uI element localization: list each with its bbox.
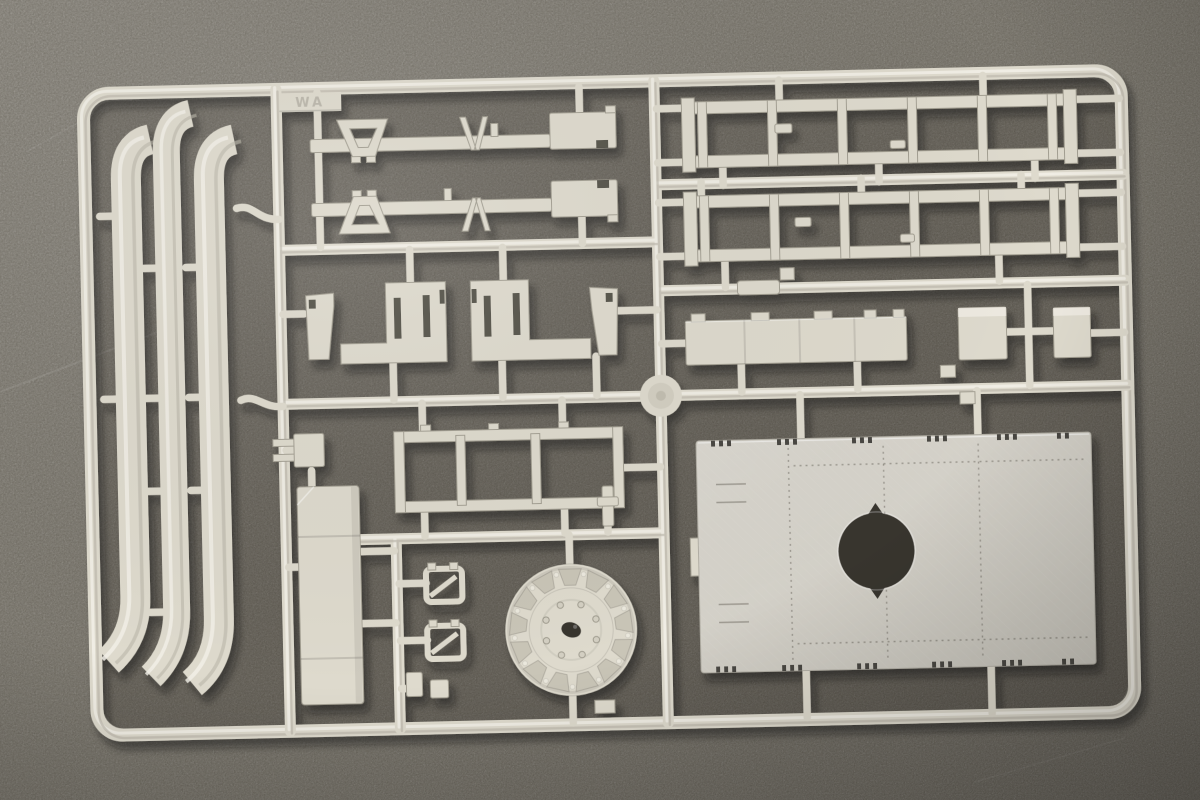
sprue-photo: WA	[0, 0, 1200, 800]
photo-stage: WA	[0, 0, 1200, 800]
vignette-overlay	[0, 0, 1200, 800]
